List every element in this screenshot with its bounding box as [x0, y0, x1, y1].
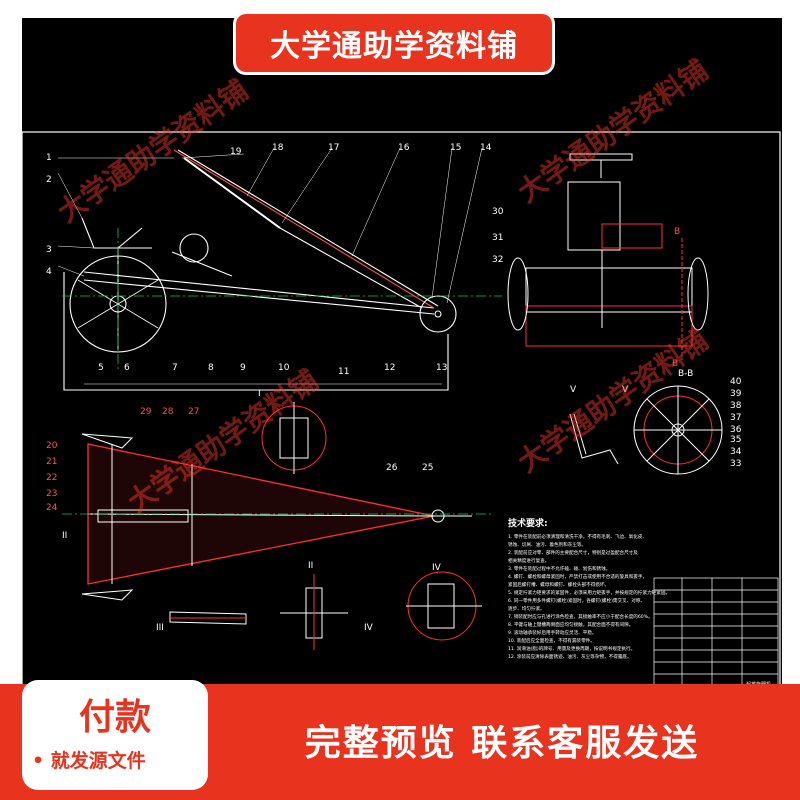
svg-text:7: 7 — [172, 363, 178, 373]
svg-text:27: 27 — [188, 407, 199, 417]
req-line: 12. 涂装前应清除表面锈迹、油污、灰尘等杂物，不得露底。 — [508, 653, 632, 660]
req-line: 11. 润滑油(脂)的牌号、用量及更换周期，按说明书规定执行。 — [508, 645, 635, 652]
svg-text:V: V — [622, 385, 629, 395]
svg-text:32: 32 — [492, 255, 503, 265]
svg-text:10: 10 — [278, 363, 290, 373]
labels-top: 1 2 19 18 17 16 15 14 3 4 5 6 7 8 9 10 1 — [46, 143, 492, 377]
req-line: 2. 装配前应对零、部件的主要配合尺寸，特别是过盈配合尺寸及 — [508, 549, 638, 556]
detail-I: I — [258, 389, 327, 474]
cad-drawing: 1 2 19 18 17 16 15 14 3 4 5 6 7 8 9 10 1 — [22, 18, 782, 696]
svg-text:39: 39 — [730, 389, 742, 399]
plan-view — [62, 433, 492, 601]
svg-text:3: 3 — [46, 245, 52, 255]
svg-text:II: II — [308, 561, 313, 571]
svg-text:4: 4 — [46, 267, 52, 277]
leader-lines-top — [57, 147, 483, 304]
svg-text:29: 29 — [140, 407, 152, 417]
payment-title: 付款 — [78, 697, 151, 738]
svg-text:I: I — [258, 389, 261, 399]
req-line: 9. 滚动轴承装好后用手转动应灵活、平稳。 — [508, 629, 597, 636]
svg-text:8: 8 — [208, 363, 214, 373]
req-line: 1. 零件在装配前必须清理和清洗干净，不得有毛刺、飞边、氧化皮、 — [508, 533, 647, 540]
title-block: 起垄施肥机 — [653, 577, 779, 693]
req-line: 逐步、均匀拧紧。 — [508, 605, 545, 612]
req-line: 6. 同一零件用多件螺钉(螺栓)紧固时，各螺钉(螺栓)需交叉、对称、 — [508, 597, 645, 604]
footer-message: 完整预览 联系客服发送 — [304, 723, 700, 764]
svg-text:17: 17 — [328, 143, 339, 153]
req-line: 10. 装配后应全面检查，不得有漏装零件。 — [508, 637, 595, 644]
svg-text:26: 26 — [386, 463, 398, 473]
cad-drawing-canvas: 1 2 19 18 17 16 15 14 3 4 5 6 7 8 9 10 1 — [22, 18, 782, 696]
svg-text:19: 19 — [230, 147, 242, 157]
svg-text:18: 18 — [272, 143, 284, 153]
svg-text:B: B — [672, 359, 678, 369]
svg-text:25: 25 — [422, 463, 433, 473]
svg-text:20: 20 — [46, 441, 58, 451]
svg-text:9: 9 — [240, 363, 246, 373]
svg-text:16: 16 — [398, 143, 410, 153]
svg-text:14: 14 — [480, 143, 492, 153]
side-view — [63, 149, 457, 391]
svg-text:36: 36 — [730, 425, 742, 435]
cad-svg: 1 2 19 18 17 16 15 14 3 4 5 6 7 8 9 10 1 — [22, 131, 781, 695]
svg-text:30: 30 — [492, 207, 504, 217]
section-v-detail: V V — [569, 385, 629, 465]
svg-text:40: 40 — [730, 377, 742, 387]
front-view — [507, 153, 709, 360]
req-line: 3. 零件在装配过程中不允许磕、碰、划伤和锈蚀。 — [508, 565, 610, 572]
svg-text:2: 2 — [46, 175, 52, 185]
req-line: 4. 螺钉、螺栓和螺母紧固时，严禁打击或使用不合适的旋具和扳手， — [508, 573, 647, 580]
detail-II: II — [280, 561, 348, 650]
req-line: 5. 规定拧紧力矩要求的紧固件，必须采用力矩扳手，并按规定的拧紧力矩紧固。 — [508, 589, 670, 596]
svg-text:II: II — [62, 531, 67, 541]
svg-text:28: 28 — [162, 407, 174, 417]
svg-text:IV: IV — [364, 623, 374, 633]
svg-text:12: 12 — [384, 363, 395, 373]
detail-III: III — [156, 611, 247, 633]
svg-text:31: 31 — [492, 233, 503, 243]
svg-text:6: 6 — [124, 363, 130, 373]
payment-box[interactable]: 付款 • 就发源文件 — [22, 680, 208, 790]
req-line: 7. 销装配时应与孔进行涂色检查，其接触率不应小于配合长度的60%。 — [508, 613, 653, 620]
labels-wheel: 40 39 38 37 36 35 34 33 — [730, 377, 742, 469]
store-title: 大学通助学资料铺 — [270, 29, 518, 64]
labels-right: 30 31 32 B B B-B — [492, 207, 693, 379]
drawing-border — [22, 131, 781, 695]
req-line: 相关精度进行复查。 — [508, 557, 549, 564]
req-line: 锈蚀、切屑、油污、着色剂和灰尘等。 — [508, 541, 586, 548]
svg-text:IV: IV — [432, 563, 442, 573]
svg-text:B: B — [674, 227, 680, 237]
svg-text:33: 33 — [730, 459, 741, 469]
svg-text:15: 15 — [450, 143, 461, 153]
svg-text:22: 22 — [46, 473, 57, 483]
svg-text:11: 11 — [338, 367, 349, 377]
svg-text:III: III — [156, 623, 164, 633]
svg-text:23: 23 — [46, 489, 57, 499]
svg-text:37: 37 — [730, 413, 741, 423]
svg-text:13: 13 — [436, 363, 447, 373]
detail-IV: IV IV — [364, 563, 482, 641]
req-line: 紧固后螺钉槽、螺母和螺钉、螺栓头部不得损坏。 — [508, 581, 609, 588]
svg-text:24: 24 — [46, 503, 58, 513]
svg-text:21: 21 — [46, 457, 57, 467]
svg-text:38: 38 — [730, 401, 742, 411]
svg-text:1: 1 — [46, 153, 52, 163]
store-banner: 大学通助学资料铺 — [236, 14, 552, 72]
svg-text:B-B: B-B — [678, 369, 693, 379]
payment-subtitle: • 就发源文件 — [32, 750, 146, 772]
wheel-detail — [633, 385, 723, 475]
req-title: 技术要求: — [508, 517, 548, 529]
svg-text:5: 5 — [98, 363, 104, 373]
technical-requirements: 技术要求: 1. 零件在装配前必须清理和清洗干净，不得有毛刺、飞边、氧化皮、 锈… — [508, 517, 670, 660]
req-line: 8. 平键与轴上键槽两侧面应均匀接触，其配合面不得有间隙。 — [508, 621, 633, 628]
svg-text:V: V — [570, 385, 577, 395]
svg-text:34: 34 — [730, 447, 742, 457]
labels-left: 29 28 27 20 21 22 23 24 26 25 II — [46, 407, 433, 541]
svg-text:35: 35 — [730, 435, 741, 445]
